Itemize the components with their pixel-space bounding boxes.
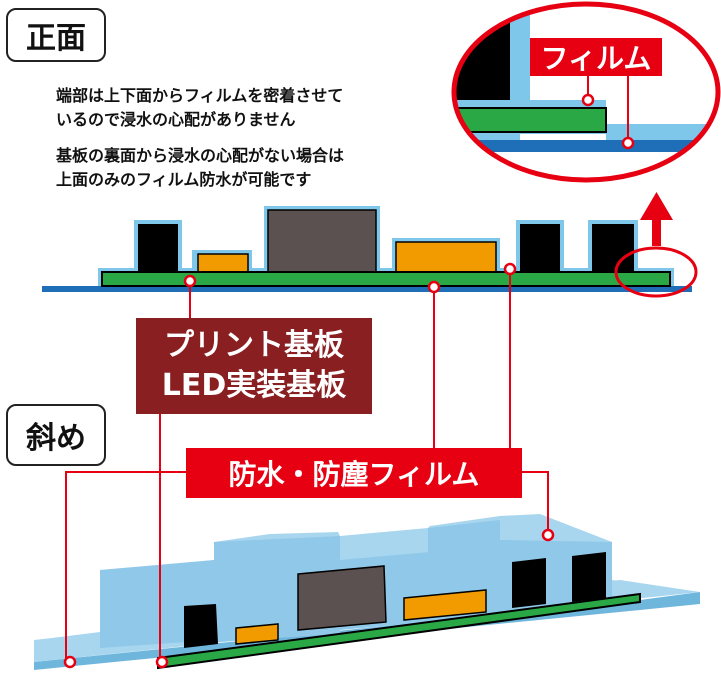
front-chip-orange-large (395, 241, 497, 273)
film-label: 防水・防塵フィルム (186, 448, 522, 498)
note-line-3: 基板の裏面から浸水の心配がない場合は (56, 146, 345, 165)
front-view-assembly (42, 192, 698, 298)
front-chip-black-1 (138, 224, 178, 272)
dot-pcb-front (183, 274, 197, 288)
note-line-2: いるので浸水の心配がありません (56, 110, 296, 129)
front-chip-gray-large (267, 209, 377, 273)
arrow-head (640, 192, 673, 220)
zoom-border (451, 1, 721, 183)
front-pcb-board (101, 271, 671, 287)
front-chip-orange-small (197, 253, 249, 273)
zoom-detail (451, 1, 721, 183)
leader-lines (65, 270, 549, 662)
zoom-film-label: フィルム (530, 38, 662, 76)
zoom-bottom-film (454, 140, 718, 152)
film-label-text: 防水・防塵フィルム (228, 458, 480, 491)
front-chip-black-3 (592, 224, 634, 272)
note-line-4: 上面のみのフィルム防水が可能です (56, 170, 312, 189)
oblique-chip-black-1 (184, 604, 218, 648)
note-edge-sealing: 端部は上下面からフィルムを密着させて いるので浸水の心配がありません (56, 84, 343, 132)
front-view-tag: 正面 (6, 8, 106, 62)
oblique-chip-orange-large (403, 589, 487, 621)
front-chip-black-2 (520, 224, 560, 272)
note-line-1: 端部は上下面からフィルムを密着させて (56, 86, 344, 105)
dot-pcb-oblique (155, 655, 169, 669)
oblique-chip-gray (297, 565, 387, 631)
note-top-only: 基板の裏面から浸水の心配がない場合は 上面のみのフィルム防水が可能です (56, 144, 344, 192)
oblique-chip-orange-small (235, 623, 279, 645)
arrow-shaft (652, 218, 661, 246)
oblique-chip-black-3 (572, 552, 606, 602)
leader-dots (63, 262, 555, 669)
dot-film-oblique-1 (63, 655, 77, 669)
dot-film-front-1 (427, 280, 441, 294)
oblique-view-tag-label: 斜め (26, 421, 86, 456)
oblique-view-assembly (34, 514, 700, 670)
edge-highlight-circle (614, 246, 698, 298)
pcb-label: プリント基板 LED実装基板 (136, 318, 372, 414)
oblique-chip-black-2 (512, 558, 546, 608)
zoom-pointer-dot-2 (621, 136, 635, 150)
zoom-film-label-text: フィルム (540, 42, 652, 75)
dot-film-front-2 (503, 262, 517, 276)
pcb-label-line-1: プリント基板 (164, 328, 344, 363)
front-bottom-film (42, 286, 692, 292)
zoom-board (454, 107, 607, 133)
front-view-tag-label: 正面 (26, 21, 86, 56)
oblique-view-tag: 斜め (6, 404, 106, 466)
zoom-pointer-dot-1 (581, 93, 595, 107)
pcb-label-line-2: LED実装基板 (161, 368, 347, 403)
dot-film-oblique-2 (541, 528, 555, 542)
